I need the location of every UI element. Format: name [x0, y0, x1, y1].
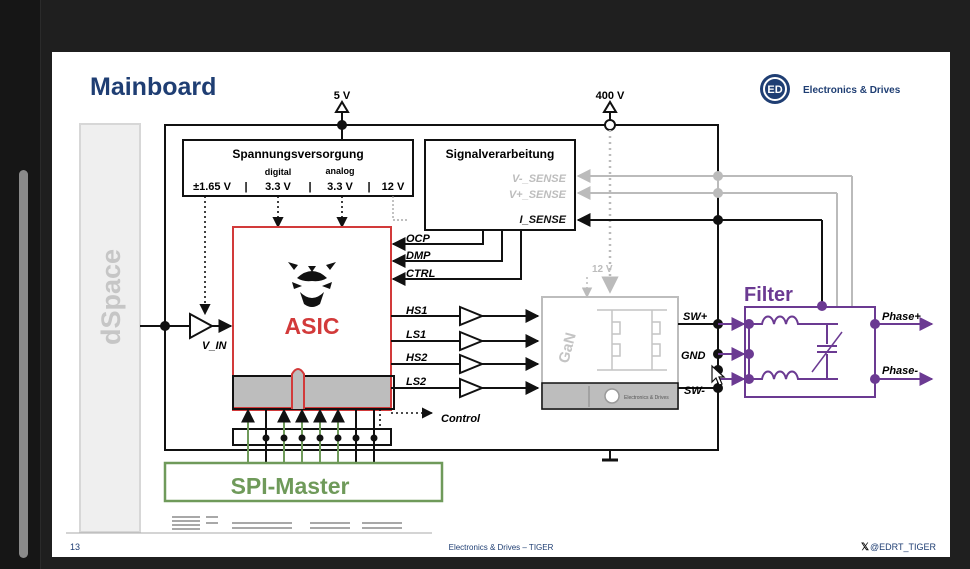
- spi-master-label: SPI-Master: [231, 473, 350, 499]
- scrollbar-thumb[interactable]: [19, 170, 28, 558]
- hs1-label: HS1: [406, 305, 427, 317]
- sw-minus-label: SW-: [684, 385, 705, 397]
- supply-sep-2: |: [308, 181, 311, 193]
- gate-driver-signals: [391, 305, 540, 399]
- dmp-label: DMP: [406, 250, 431, 262]
- phase-plus-label: Phase+: [882, 311, 921, 323]
- rail-400v-node: [604, 119, 616, 131]
- rail-400v-symbol: [602, 100, 618, 113]
- mainboard-diagram: Mainboard ED Electronics & Drives dSpace…: [52, 73, 950, 557]
- ls1-label: LS1: [406, 329, 426, 341]
- sw-plus-label: SW+: [683, 311, 708, 323]
- footer-center-text: Electronics & Drives – TIGER: [449, 543, 554, 552]
- supply-v2: 3.3 V: [265, 181, 291, 193]
- supply-sep-3: |: [367, 181, 370, 193]
- filter-label: Filter: [744, 284, 793, 306]
- rail-400v-label: 400 V: [596, 90, 625, 102]
- rail-12v-label: 12 V: [592, 264, 613, 275]
- v-in-label: V_IN: [202, 340, 228, 352]
- company-logo: ED Electronics & Drives: [760, 74, 901, 104]
- supply-v3: 3.3 V: [327, 181, 353, 193]
- i-sense-label: I_SENSE: [520, 214, 567, 226]
- supply-v4: 12 V: [382, 181, 405, 193]
- dspace-box: [79, 123, 141, 533]
- scrollbar-track[interactable]: [0, 0, 41, 569]
- ls2-label: LS2: [406, 376, 426, 388]
- rail-5v-symbol: [334, 100, 350, 113]
- supply-digital-label: digital: [265, 167, 292, 177]
- footer-circuit-decoration: [172, 516, 402, 530]
- supply-analog-label: analog: [325, 166, 354, 176]
- asic-label: ASIC: [285, 313, 340, 339]
- slide: Mainboard ED Electronics & Drives dSpace…: [52, 52, 950, 557]
- x-logo-icon: 𝕏: [861, 542, 869, 553]
- mouse-cursor-icon: [711, 364, 726, 386]
- spi-master-box: [163, 461, 444, 503]
- slide-title: Mainboard: [90, 73, 216, 101]
- v-plus-sense-label: V+_SENSE: [509, 189, 567, 201]
- rail-5v-label: 5 V: [334, 90, 351, 102]
- slide-footer: [52, 534, 950, 557]
- control-label: Control: [441, 413, 481, 425]
- ocp-label: OCP: [406, 233, 431, 245]
- phase-minus-label: Phase-: [882, 365, 918, 377]
- filter-block: [718, 301, 934, 398]
- spi-connector: [232, 428, 392, 446]
- dspace-label: dSpace: [96, 249, 126, 345]
- logo-text: Electronics & Drives: [803, 85, 901, 96]
- gan-bridge-icon: [597, 309, 667, 371]
- hs2-label: HS2: [406, 352, 427, 364]
- signal-processing-box: [424, 139, 576, 231]
- v-minus-sense-label: V-_SENSE: [512, 173, 567, 185]
- power-supply-box: [182, 139, 414, 197]
- power-supply-title: Spannungsversorgung: [232, 147, 363, 161]
- ctrl-label: CTRL: [406, 268, 436, 280]
- footer-right-text: @EDRT_TIGER: [870, 542, 936, 552]
- gan-logo-text: Electronics & Drives: [624, 395, 669, 401]
- supply-sep-1: |: [244, 181, 247, 193]
- supply-v1: ±1.65 V: [193, 181, 232, 193]
- tiger-logo-icon: [288, 262, 336, 307]
- page-number: 13: [70, 542, 80, 552]
- signal-processing-title: Signalverarbeitung: [446, 147, 555, 161]
- v-in-amplifier: [189, 312, 215, 340]
- svg-text:ED: ED: [767, 84, 782, 96]
- spi-bus-lines: [241, 408, 378, 464]
- gnd-label: GND: [681, 350, 706, 362]
